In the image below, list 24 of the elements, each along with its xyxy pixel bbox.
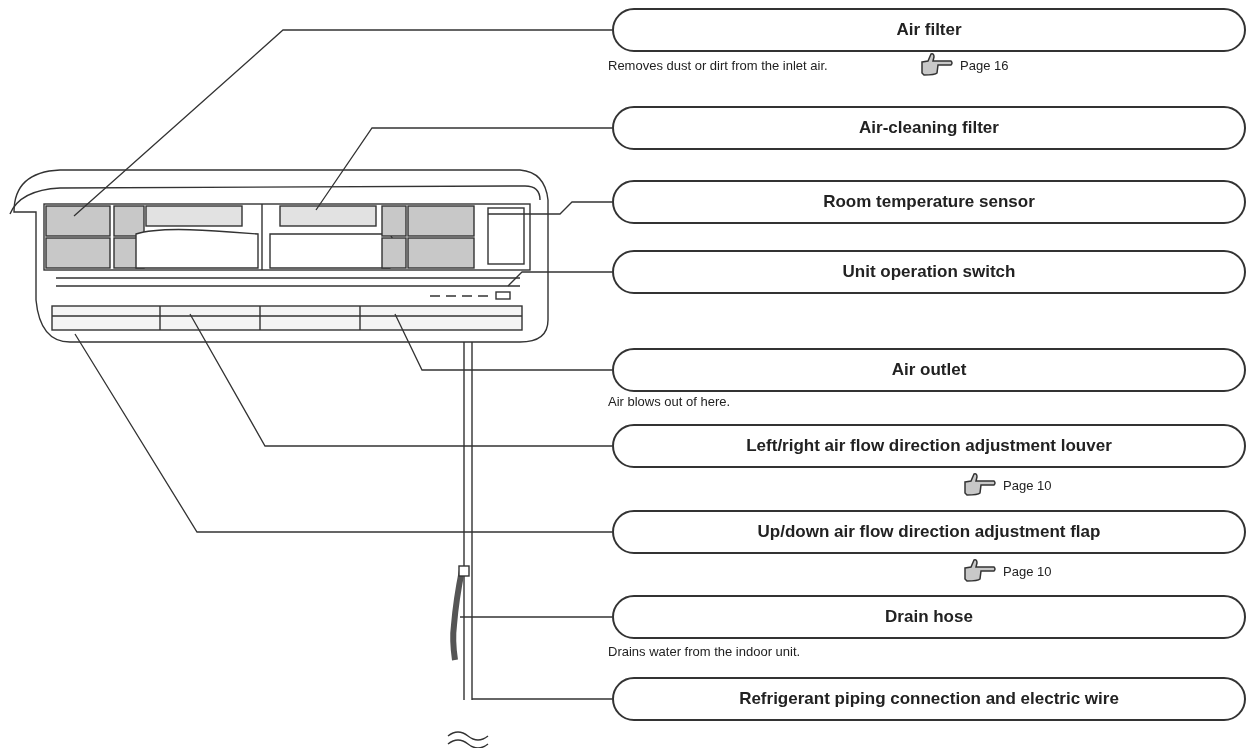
page-reference: Page 10 bbox=[1003, 478, 1052, 493]
page-reference: Page 10 bbox=[1003, 564, 1052, 579]
description-text: Removes dust or dirt from the inlet air. bbox=[608, 58, 828, 73]
callout-label: Unit operation switch bbox=[612, 250, 1246, 294]
callout-label: Air-cleaning filter bbox=[612, 106, 1246, 150]
leader-line bbox=[394, 313, 613, 371]
callout-label: Refrigerant piping connection and electric wire bbox=[612, 677, 1246, 721]
leader-line bbox=[487, 201, 613, 215]
callout-label: Up/down air flow direction adjustment flap bbox=[612, 510, 1246, 554]
callout-label: Drain hose bbox=[612, 595, 1246, 639]
callout-label: Air filter bbox=[612, 8, 1246, 52]
leader-line bbox=[189, 313, 613, 447]
leader-line bbox=[74, 333, 613, 533]
leader-line bbox=[471, 698, 613, 700]
page-reference: Page 16 bbox=[960, 58, 1009, 73]
callout-label: Left/right air flow direction adjustment louver bbox=[612, 424, 1246, 468]
leader-line bbox=[73, 29, 613, 217]
leader-line bbox=[507, 271, 613, 287]
callout-label: Air outlet bbox=[612, 348, 1246, 392]
description-text: Air blows out of here. bbox=[608, 394, 731, 409]
callout-label: Room temperature sensor bbox=[612, 180, 1246, 224]
leader-line bbox=[315, 127, 613, 211]
leader-line bbox=[459, 616, 613, 618]
description-text: Drains water from the indoor unit. bbox=[608, 644, 801, 659]
